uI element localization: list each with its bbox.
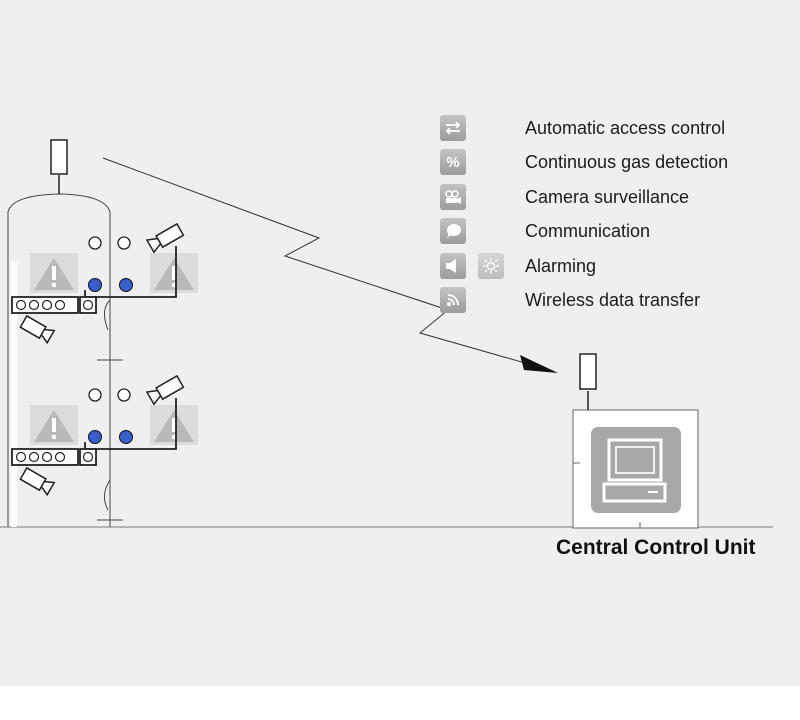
- access-sensor: [117, 388, 131, 402]
- legend-item-wireless: Wireless data transfer: [440, 286, 800, 320]
- camera-icon: [145, 222, 185, 254]
- computer-icon: [591, 427, 681, 513]
- camera-icon: [19, 466, 56, 497]
- light-icon: [478, 252, 504, 279]
- percent-icon: %: [440, 149, 466, 176]
- access-sensor: [88, 388, 102, 402]
- camera-icon: [145, 374, 185, 406]
- upper-level: [11, 222, 198, 345]
- legend-label: Camera surveillance: [525, 186, 690, 207]
- speaker-icon: [440, 252, 466, 279]
- speech-bubble-icon: [440, 218, 466, 245]
- vessel-antenna: [50, 139, 68, 194]
- arrow-head: [520, 355, 558, 373]
- wireless-icon: [440, 286, 466, 313]
- warning-icon: [150, 253, 198, 293]
- legend-label: Communication: [525, 221, 651, 242]
- access-sensor: [117, 236, 131, 250]
- legend: Automatic access control % Continuous ga…: [440, 114, 800, 320]
- legend-item-gas-detection: % Continuous gas detection: [440, 148, 800, 182]
- central-control-unit: [572, 353, 699, 529]
- gas-sensor: [88, 278, 102, 292]
- camera-icon: [19, 314, 56, 345]
- access-sensor: [88, 236, 102, 250]
- legend-label: Wireless data transfer: [525, 289, 701, 310]
- warning-icon: [150, 405, 198, 445]
- legend-label: Alarming: [525, 255, 597, 276]
- wireless-link: [102, 157, 558, 373]
- arrows-exchange-icon: [440, 115, 466, 141]
- system-diagram: [0, 139, 773, 529]
- diagram-canvas: Automatic access control % Continuous ga…: [0, 0, 800, 686]
- lower-level: [11, 374, 198, 497]
- legend-label: Automatic access control: [525, 118, 726, 138]
- gas-sensor: [88, 430, 102, 444]
- gas-sensor: [119, 430, 133, 444]
- warning-icon: [30, 253, 78, 293]
- legend-label: Continuous gas detection: [525, 152, 729, 173]
- central-control-unit-label: Central Control Unit: [556, 536, 756, 559]
- indicator-strip: [11, 448, 97, 466]
- camera-icon: [440, 183, 466, 210]
- legend-item-access-control: Automatic access control: [440, 114, 800, 148]
- legend-item-camera: Camera surveillance: [440, 183, 800, 217]
- warning-icon: [30, 405, 78, 445]
- vessel-highlight: [11, 262, 17, 527]
- indicator-strip: [11, 296, 97, 314]
- gas-sensor: [119, 278, 133, 292]
- legend-item-communication: Communication: [440, 217, 800, 251]
- legend-item-alarming: Alarming: [440, 252, 800, 286]
- vessel: [7, 193, 111, 527]
- ladder: [97, 299, 123, 521]
